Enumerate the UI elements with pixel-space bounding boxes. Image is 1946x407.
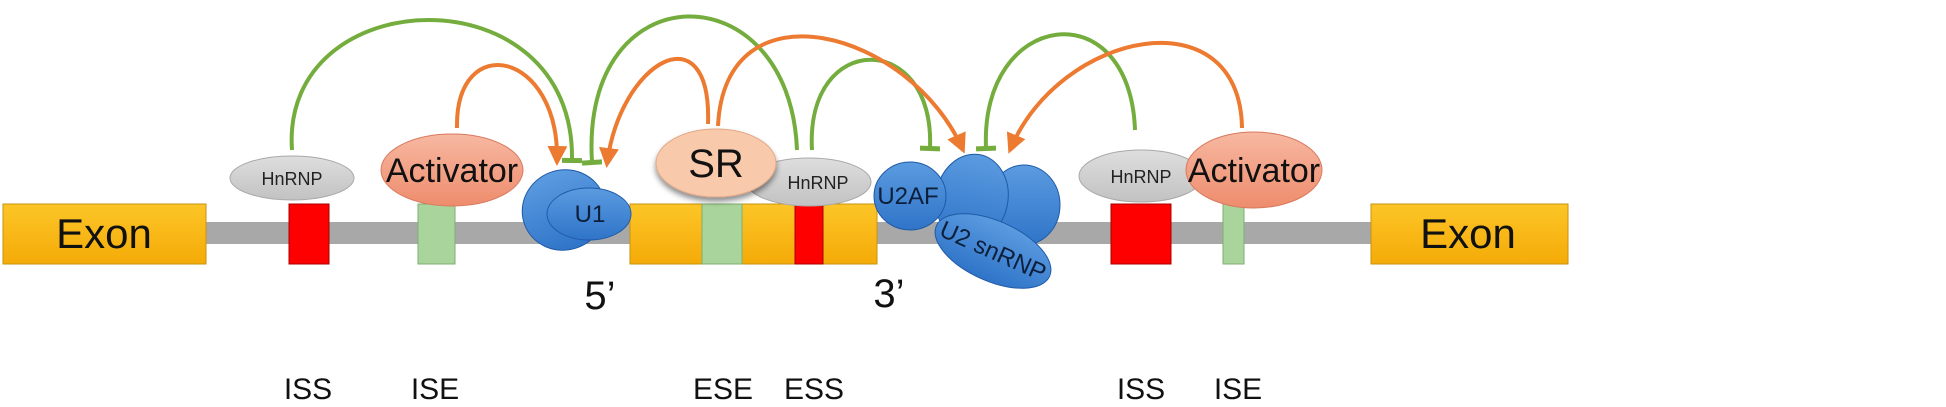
ise-left-element [417,203,456,265]
activate-arc-activator-left-to-u1 [454,62,568,166]
u1-label: U1 [575,201,606,228]
activator-left-label: Activator [386,152,518,190]
hnrnp-mid-label: HnRNP [787,173,848,193]
activate-arc-activator-right-to-u2 [1006,40,1244,154]
u2-complex: U2AF U2 snRNP [873,153,1061,289]
sr-protein: SR [655,128,777,198]
inhibit-arc-hnrnp-right-to-u2 [975,32,1137,152]
hnrnp-mid: HnRNP [746,157,872,207]
exon-left: Exon [2,203,207,265]
exon-left-label: Exon [56,210,152,257]
inhibit-arc-hnrnp-mid-to-u1 [581,14,799,166]
activator-right: Activator [1185,131,1323,209]
exon-right: Exon [1370,203,1569,265]
five-prime-label: 5’ [584,274,615,318]
hnrnp-left: HnRNP [229,155,355,201]
hnrnp-right: HnRNP [1078,149,1204,203]
ess-element [794,203,824,265]
iss-right-element [1110,203,1172,265]
ise-right-label: ISE [1214,373,1262,406]
u2af-label: U2AF [877,183,938,210]
iss-right-label: ISS [1117,373,1165,406]
sr-label: SR [688,142,744,186]
activator-right-label: Activator [1188,152,1320,190]
exon-middle [629,203,878,265]
iss-left-element [288,203,330,265]
activate-arc-sr-to-u1 [599,56,711,168]
three-prime-label: 3’ [873,272,904,316]
iss-left-label: ISS [284,373,332,406]
ese-element [701,203,743,265]
inhibit-arc-hnrnp-mid-to-u2af [809,57,941,152]
activator-left: Activator [380,133,524,207]
hnrnp-right-label: HnRNP [1110,167,1171,187]
u1-complex: U1 [521,169,632,251]
ess-label: ESS [784,373,844,406]
exon-right-label: Exon [1420,210,1516,257]
ese-label: ESE [693,373,753,406]
hnrnp-left-label: HnRNP [261,169,322,189]
inhibit-arc-hnrnp-left-to-u1 [289,18,583,164]
activate-arc-sr-to-u2 [716,34,966,154]
ise-left-label: ISE [411,373,459,406]
ise-right-element [1222,203,1245,265]
